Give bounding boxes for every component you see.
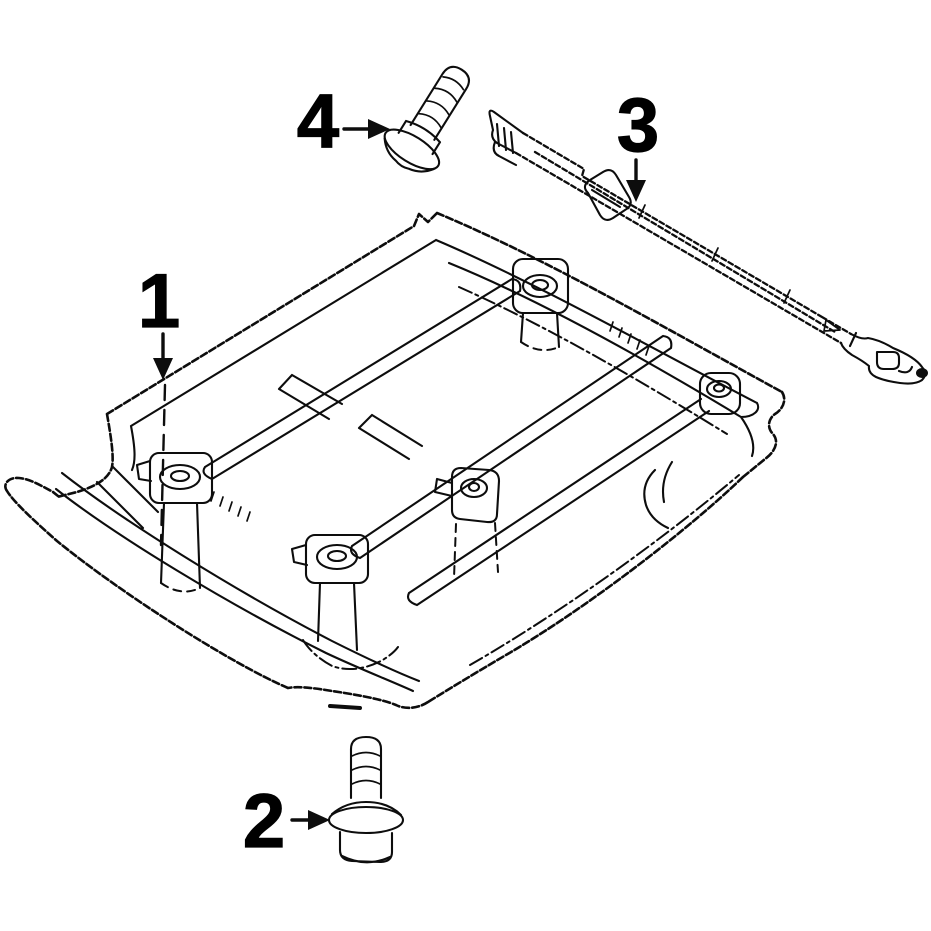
callout-1-leader	[159, 383, 167, 547]
grommet-bracket	[511, 257, 570, 315]
panel-grommet-top	[511, 257, 570, 352]
boss-legs-hidden	[453, 522, 499, 579]
callout-3-label[interactable]: 3	[616, 82, 659, 168]
rail-ticks	[638, 204, 841, 332]
callout-2[interactable]: 2	[242, 778, 330, 865]
callout-4-label[interactable]: 4	[296, 78, 339, 164]
grommet-ring-outer	[315, 543, 359, 571]
boss-outline	[450, 466, 501, 524]
boss-ring-outer	[705, 379, 733, 399]
rail-tip	[488, 109, 525, 167]
bolt-hex-head	[397, 119, 442, 156]
panel-right-fold	[643, 460, 674, 530]
bolt-flange-rim	[383, 137, 435, 173]
bolt-collar	[338, 830, 394, 864]
bolt-threads	[351, 751, 381, 785]
panel-boss-center	[433, 466, 501, 579]
grommet-base-hidden	[520, 341, 560, 352]
boss-ring-inner	[467, 481, 481, 493]
panel-cross-braces	[277, 373, 424, 461]
flange-bolt-upper-part[interactable]	[375, 53, 488, 182]
grommet-legs	[159, 501, 202, 590]
panel-grommet-center	[290, 533, 370, 652]
grommet-ring-inner	[530, 278, 550, 292]
bolt-shank	[409, 65, 471, 141]
callout-1[interactable]: 1	[137, 258, 181, 547]
panel-hidden-lines	[302, 286, 740, 671]
grommet-tab	[290, 543, 309, 567]
bolt-dome	[330, 800, 403, 817]
callout-1-arrowhead	[153, 358, 173, 380]
under-cover-panel-part[interactable]	[4, 211, 786, 710]
bolt-flange	[383, 128, 441, 171]
boss-outline	[698, 371, 742, 416]
panel-lip-lines	[54, 464, 421, 693]
bolt-flange	[327, 805, 405, 835]
rail-hook-end	[839, 331, 927, 385]
grommet-legs	[519, 311, 561, 349]
rail-collar	[583, 169, 632, 221]
callout-3-arrowhead	[626, 180, 646, 202]
grommet-ring-inner	[326, 549, 348, 563]
boss-ring-outer	[459, 477, 489, 499]
callout-4-arrowhead	[368, 119, 390, 139]
callout-4[interactable]: 4	[296, 78, 390, 165]
flange-bolt-lower-part[interactable]	[327, 735, 405, 864]
panel-outline-heavy-segment	[328, 704, 362, 710]
grommet-bracket	[148, 451, 214, 505]
rail-body-lines	[514, 131, 853, 345]
panel-rim-lines	[129, 238, 760, 472]
callout-1-label[interactable]: 1	[137, 258, 180, 344]
boss-ring-inner	[712, 383, 726, 393]
callout-2-arrowhead	[308, 810, 330, 830]
grommet-base-hidden	[160, 582, 201, 593]
boss-tab	[433, 477, 454, 498]
callout-3[interactable]: 3	[616, 82, 660, 202]
rail-end-cap	[916, 368, 928, 378]
panel-boss-right	[698, 371, 742, 416]
grommet-bracket	[304, 533, 370, 585]
grommet-ring-outer	[521, 273, 559, 299]
grommet-tab	[135, 459, 153, 483]
grommet-ring-inner	[169, 469, 191, 483]
panel-grommet-left	[135, 451, 214, 593]
grommet-legs	[316, 581, 359, 652]
bolt-threads	[418, 76, 465, 129]
panel-ribs	[202, 277, 711, 607]
panel-outline	[4, 211, 786, 710]
support-rail-part[interactable]	[488, 109, 929, 385]
callout-2-label[interactable]: 2	[242, 778, 285, 864]
panel-serration-ticks	[210, 321, 650, 522]
bolt-shank	[349, 735, 383, 800]
grommet-ring-outer	[158, 463, 202, 491]
